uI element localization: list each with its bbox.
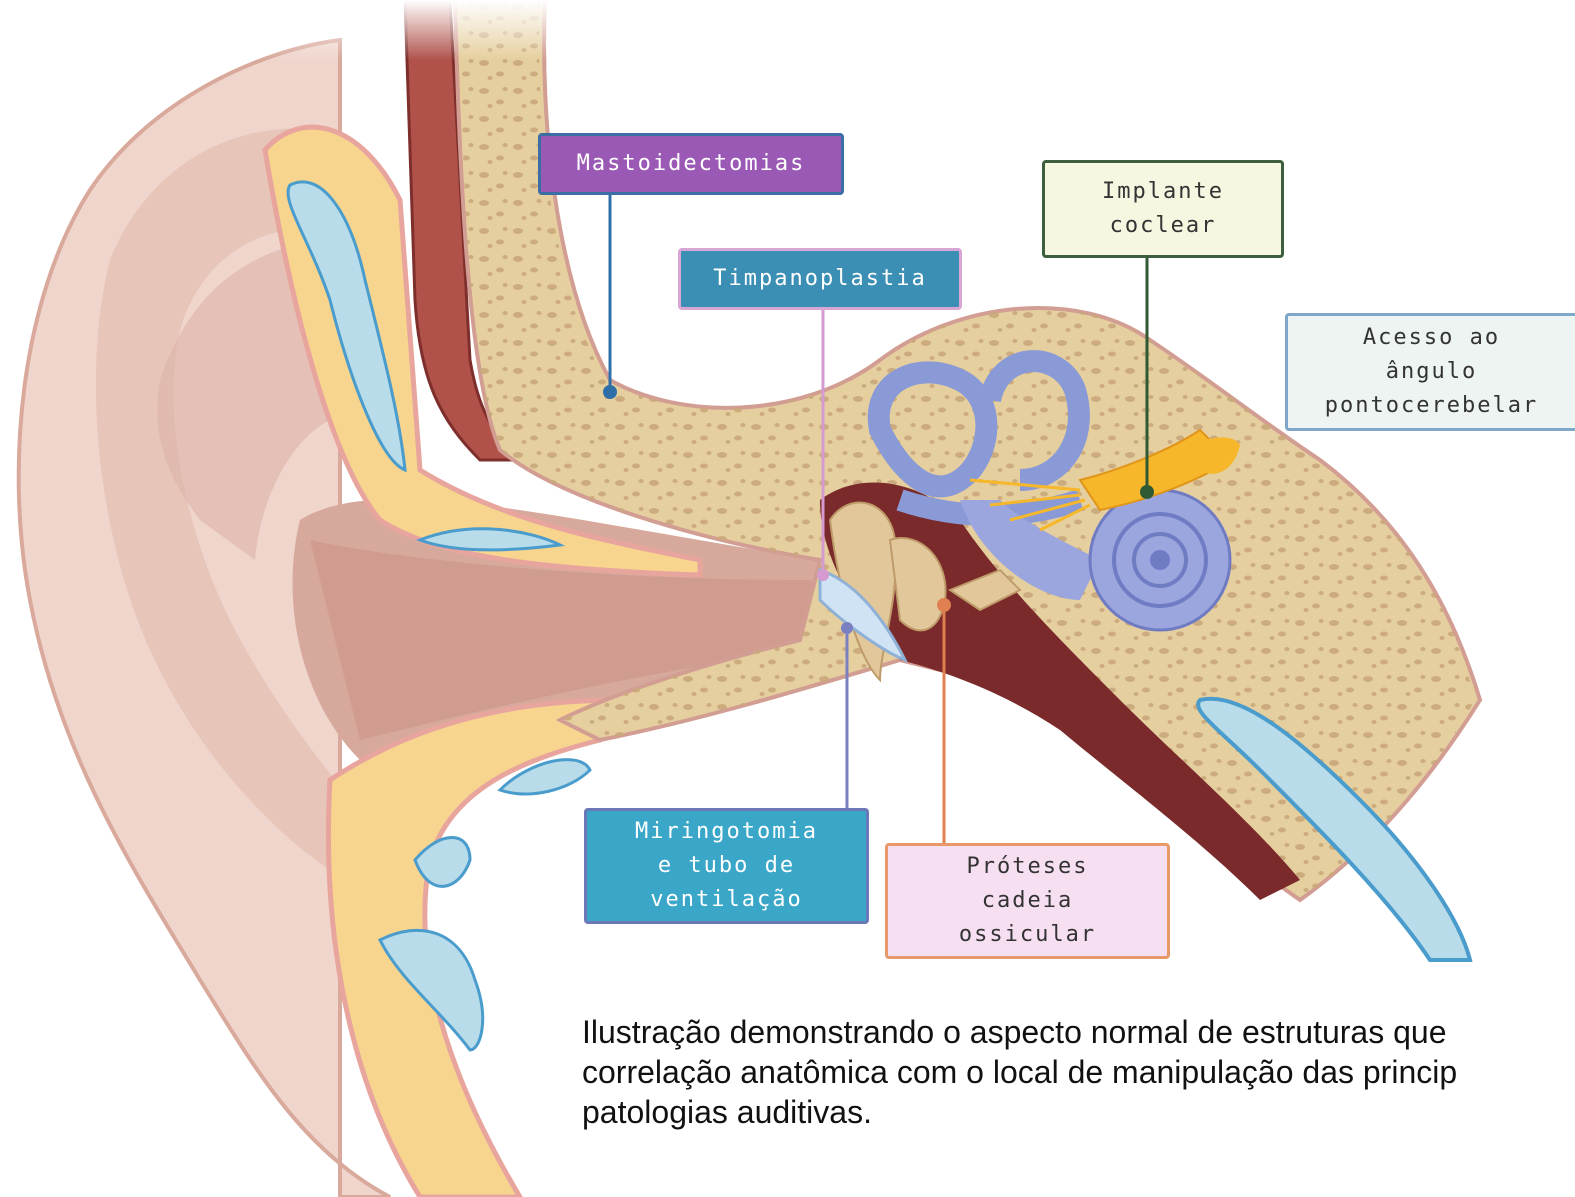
leader-dot-implante bbox=[1140, 485, 1154, 499]
label-timpanoplastia: Timpanoplastia bbox=[678, 248, 962, 310]
leader-dot-timpanoplastia bbox=[817, 569, 829, 581]
caption-line-3: patologias auditivas. bbox=[582, 1092, 1575, 1132]
leader-dot-miringotomia bbox=[841, 622, 853, 634]
caption-line-2: correlação anatômica com o local de mani… bbox=[582, 1052, 1575, 1092]
figure-caption: Ilustração demonstrando o aspecto normal… bbox=[582, 1012, 1575, 1132]
label-mastoidectomias: Mastoidectomias bbox=[538, 133, 844, 195]
leader-dot-mastoidectomias bbox=[603, 385, 617, 399]
label-implante-coclear: Implante coclear bbox=[1042, 160, 1284, 258]
label-acesso-angulo-pontocerebelar: Acesso ao ângulo pontocerebelar bbox=[1285, 313, 1575, 431]
caption-line-1: Ilustração demonstrando o aspecto normal… bbox=[582, 1012, 1575, 1052]
label-proteses-cadeia-ossicular: Próteses cadeia ossicular bbox=[885, 843, 1170, 959]
label-miringotomia-tubo-ventilacao: Miringotomia e tubo de ventilação bbox=[584, 808, 869, 924]
leader-dot-proteses bbox=[937, 598, 951, 612]
